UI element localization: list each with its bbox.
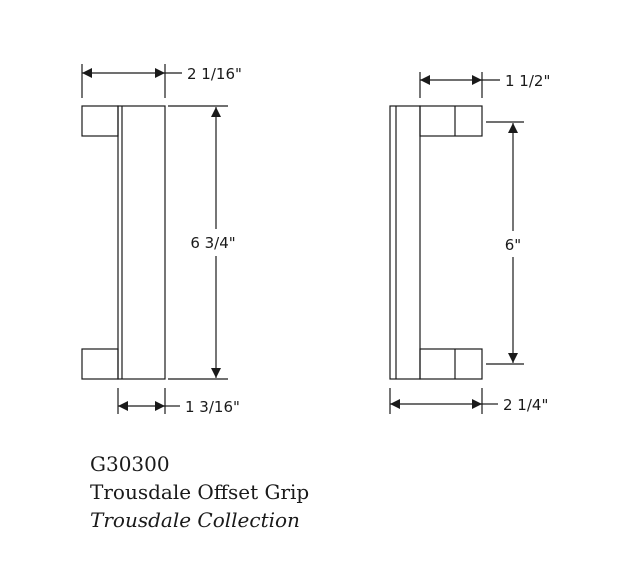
- side-depth-dimension: [389, 388, 498, 414]
- model-number: G30300: [90, 452, 170, 476]
- side-post-width-label: 1 1/2": [505, 72, 550, 90]
- side-post-width-dimension: [419, 72, 500, 98]
- side-top-post: [419, 105, 483, 137]
- front-height-label: 6 3/4": [190, 234, 235, 252]
- front-depth-label: 1 3/16": [185, 398, 240, 416]
- side-depth-label: 2 1/4": [503, 396, 548, 414]
- front-width-dimension: [81, 64, 182, 98]
- side-view: [389, 72, 524, 414]
- front-view: [81, 64, 228, 414]
- front-width-label: 2 1/16": [187, 65, 242, 83]
- front-top-post: [81, 105, 119, 137]
- product-name: Trousdale Offset Grip: [90, 480, 310, 504]
- collection-name: Trousdale Collection: [90, 508, 300, 532]
- side-bottom-post: [419, 348, 483, 380]
- side-grip-bar: [389, 105, 421, 380]
- front-bottom-post: [81, 348, 119, 380]
- side-center-label: 6": [505, 236, 521, 254]
- front-height-dimension: [168, 105, 228, 380]
- front-depth-dimension: [117, 388, 180, 414]
- front-grip-bar: [117, 105, 166, 380]
- side-center-dimension: [486, 121, 524, 365]
